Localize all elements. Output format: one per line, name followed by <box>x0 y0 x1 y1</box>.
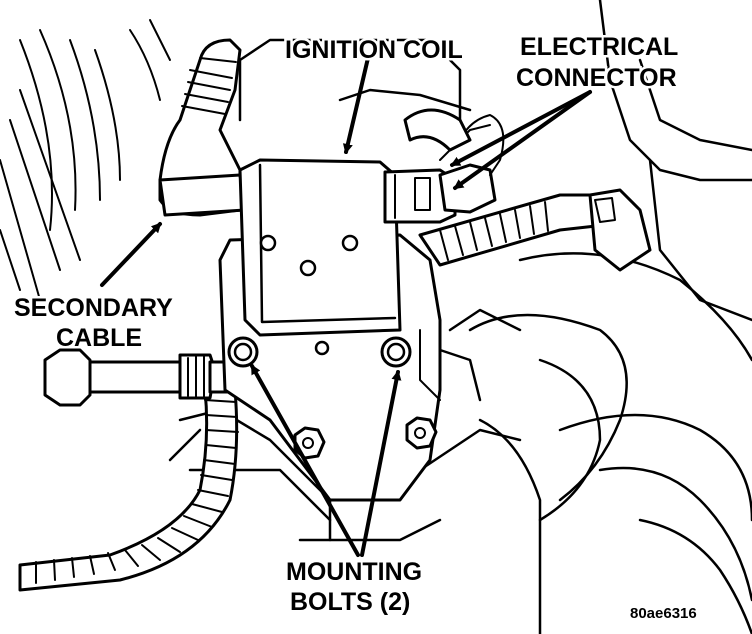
left-stud <box>43 348 242 407</box>
secondary-cable-leader <box>100 222 162 287</box>
coil-hole-1 <box>259 234 277 252</box>
bracket-nut-right <box>405 416 438 450</box>
electrical-connector-leader-1 <box>450 90 592 167</box>
wiring-harness-lower <box>18 388 239 592</box>
coil-hole-2 <box>341 234 359 252</box>
engine-hatching <box>0 19 171 301</box>
electrical-connector <box>383 114 505 224</box>
coil-hole-3 <box>299 259 317 277</box>
bracket-nut-left <box>293 426 326 460</box>
electrical-connector-leader-2 <box>453 90 592 190</box>
label-electrical-connector-line2: CONNECTOR <box>516 64 677 92</box>
mounting-bolt-1 <box>227 336 259 368</box>
wiring-harness-right <box>403 108 652 272</box>
coil-hole-4 <box>314 340 330 356</box>
label-mounting-bolts-line1: MOUNTING <box>286 558 422 586</box>
label-ignition-coil: IGNITION COIL <box>285 36 463 64</box>
ignition-coil-body <box>238 158 402 356</box>
engine-block <box>168 0 752 634</box>
leader-lines <box>100 56 592 557</box>
mounting-bolts-leader-2 <box>360 370 402 557</box>
label-secondary-cable-line2: CABLE <box>56 324 142 352</box>
figure-id: 80ae6316 <box>630 605 697 622</box>
mounting-bolts-leader-1 <box>250 364 360 557</box>
label-electrical-connector-line1: ELECTRICAL <box>520 33 678 61</box>
ignition-coil-leader <box>342 56 370 154</box>
label-mounting-bolts-line2: BOLTS (2) <box>290 588 410 616</box>
mounting-bolt-2 <box>380 336 412 368</box>
secondary-cable <box>158 38 247 217</box>
label-secondary-cable-line1: SECONDARY <box>14 294 173 322</box>
